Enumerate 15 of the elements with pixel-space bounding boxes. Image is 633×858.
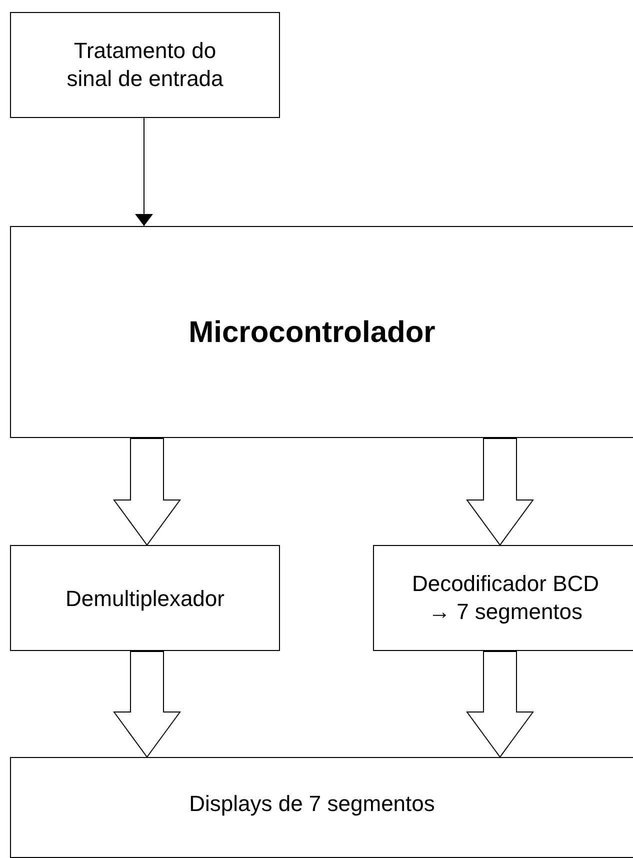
process-box [10,545,280,651]
box-label: Decodificador BCD → 7 segmentos [410,570,600,626]
process-box [10,226,633,438]
block-arrow [466,651,534,758]
process-box [10,757,633,858]
process-box [10,12,280,118]
box-label: Displays de 7 segmentos [189,790,435,818]
process-box [373,545,633,651]
box-label: Tratamento do sinal de entrada [66,37,224,93]
block-arrow [114,438,180,546]
box-label: Microcontrolador [188,314,436,350]
block-arrow [466,438,534,546]
arrow [135,118,153,226]
block-arrow [114,651,180,758]
box-label: Demultiplexador [66,584,224,613]
